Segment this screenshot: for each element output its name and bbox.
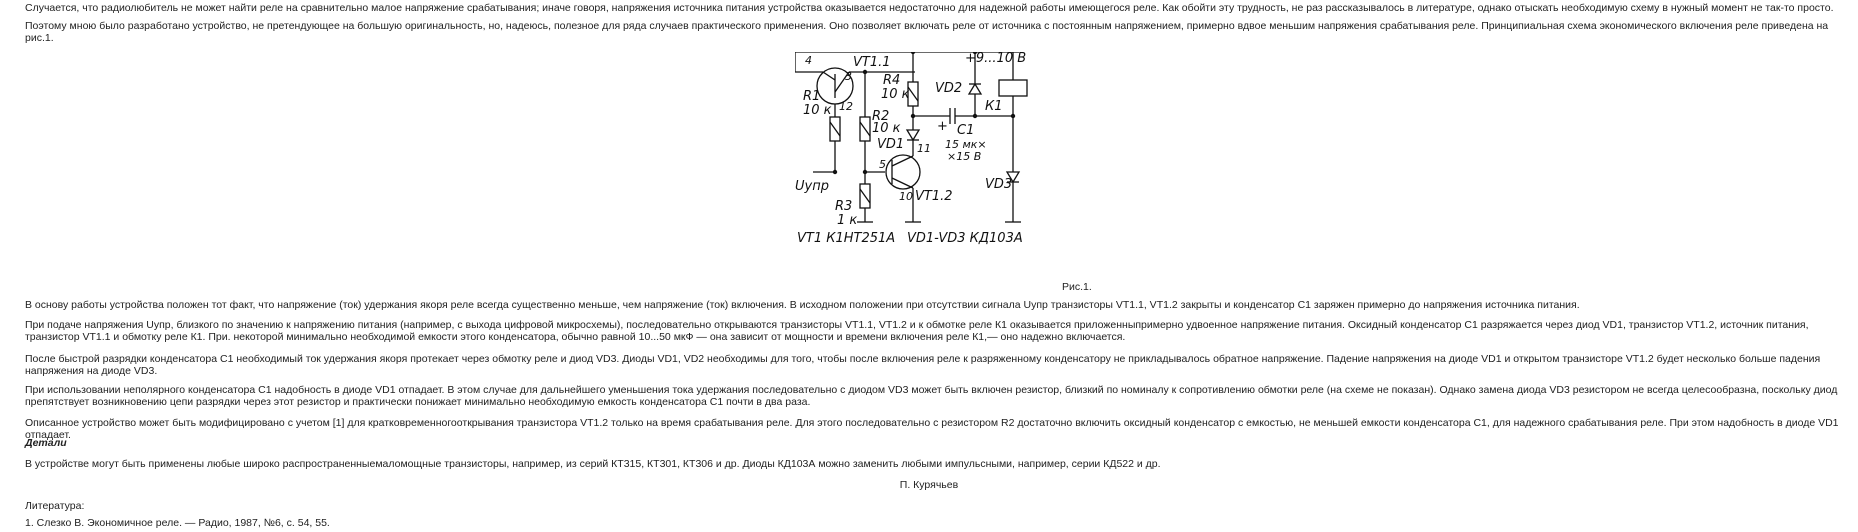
label-pin12: 12 bbox=[839, 100, 853, 113]
label-supply: +9...10 В bbox=[965, 52, 1026, 66]
paragraph-intro: Случается, что радиолюбитель не может на… bbox=[25, 2, 1834, 14]
heading-literature: Литература: bbox=[25, 500, 85, 512]
label-part-vd: VD1-VD3 КД103А bbox=[907, 231, 1023, 246]
label-r4-value: 10 к bbox=[881, 87, 910, 102]
paragraph-modification: Описанное устройство может быть модифици… bbox=[25, 417, 1839, 441]
label-k1: К1 bbox=[985, 99, 1003, 114]
label-vt12: VT1.2 bbox=[915, 189, 953, 204]
label-pin5: 5 bbox=[879, 158, 886, 171]
paragraph-details: В устройстве могут быть применены любые … bbox=[25, 458, 1161, 470]
label-pin4: 4 bbox=[805, 54, 812, 67]
label-r1: R1 bbox=[803, 89, 820, 104]
figure-caption: Рис.1. bbox=[1062, 281, 1092, 293]
heading-details: Детали bbox=[25, 437, 67, 449]
label-pin3: 3 bbox=[845, 70, 852, 83]
label-vt11: VT1.1 bbox=[853, 55, 891, 70]
label-c1: С1 bbox=[957, 123, 974, 138]
label-vd1: VD1 bbox=[877, 137, 904, 152]
label-c1-polarity: + bbox=[937, 119, 948, 134]
paragraph-discharge: После быстрой разрядки конденсатора С1 н… bbox=[25, 353, 1821, 377]
label-r2: R2 bbox=[872, 109, 889, 124]
label-vd2: VD2 bbox=[935, 81, 962, 96]
label-part-vt1: VT1 К1НТ251А bbox=[797, 231, 895, 246]
label-c1-voltage: ×15 В bbox=[947, 150, 981, 163]
circuit-diagram: VT1.1 VT1.2 +9...10 В R1 10 к R2 10 к R3… bbox=[795, 52, 1070, 282]
circuit-schematic: VT1.1 VT1.2 +9...10 В R1 10 к R2 10 к R3… bbox=[795, 52, 1028, 246]
label-c1-capacitance: 15 мк× bbox=[945, 138, 987, 151]
label-r2-value: 10 к bbox=[872, 121, 901, 136]
reference-1: 1. Слезко В. Экономичное реле. — Радио, … bbox=[25, 517, 330, 529]
label-r3: R3 bbox=[835, 199, 852, 214]
label-uupr: Uупр bbox=[795, 179, 829, 194]
paragraph-principle: В основу работы устройства положен тот ф… bbox=[25, 299, 1580, 311]
label-pin11: 11 bbox=[917, 142, 931, 155]
label-pin10: 10 bbox=[899, 190, 913, 203]
paragraph-purpose: Поэтому мною было разработано устройство… bbox=[25, 20, 1829, 44]
label-r4: R4 bbox=[883, 73, 900, 88]
paragraph-nonpolar: При использовании неполярного конденсато… bbox=[25, 384, 1838, 408]
label-vd3: VD3 bbox=[985, 177, 1012, 192]
label-r1-value: 10 к bbox=[803, 103, 832, 118]
author-name: П. Курячьев bbox=[899, 479, 959, 491]
paragraph-operation: При подаче напряжения Uупр, близкого по … bbox=[25, 319, 1809, 343]
label-r3-value: 1 к bbox=[837, 213, 857, 228]
